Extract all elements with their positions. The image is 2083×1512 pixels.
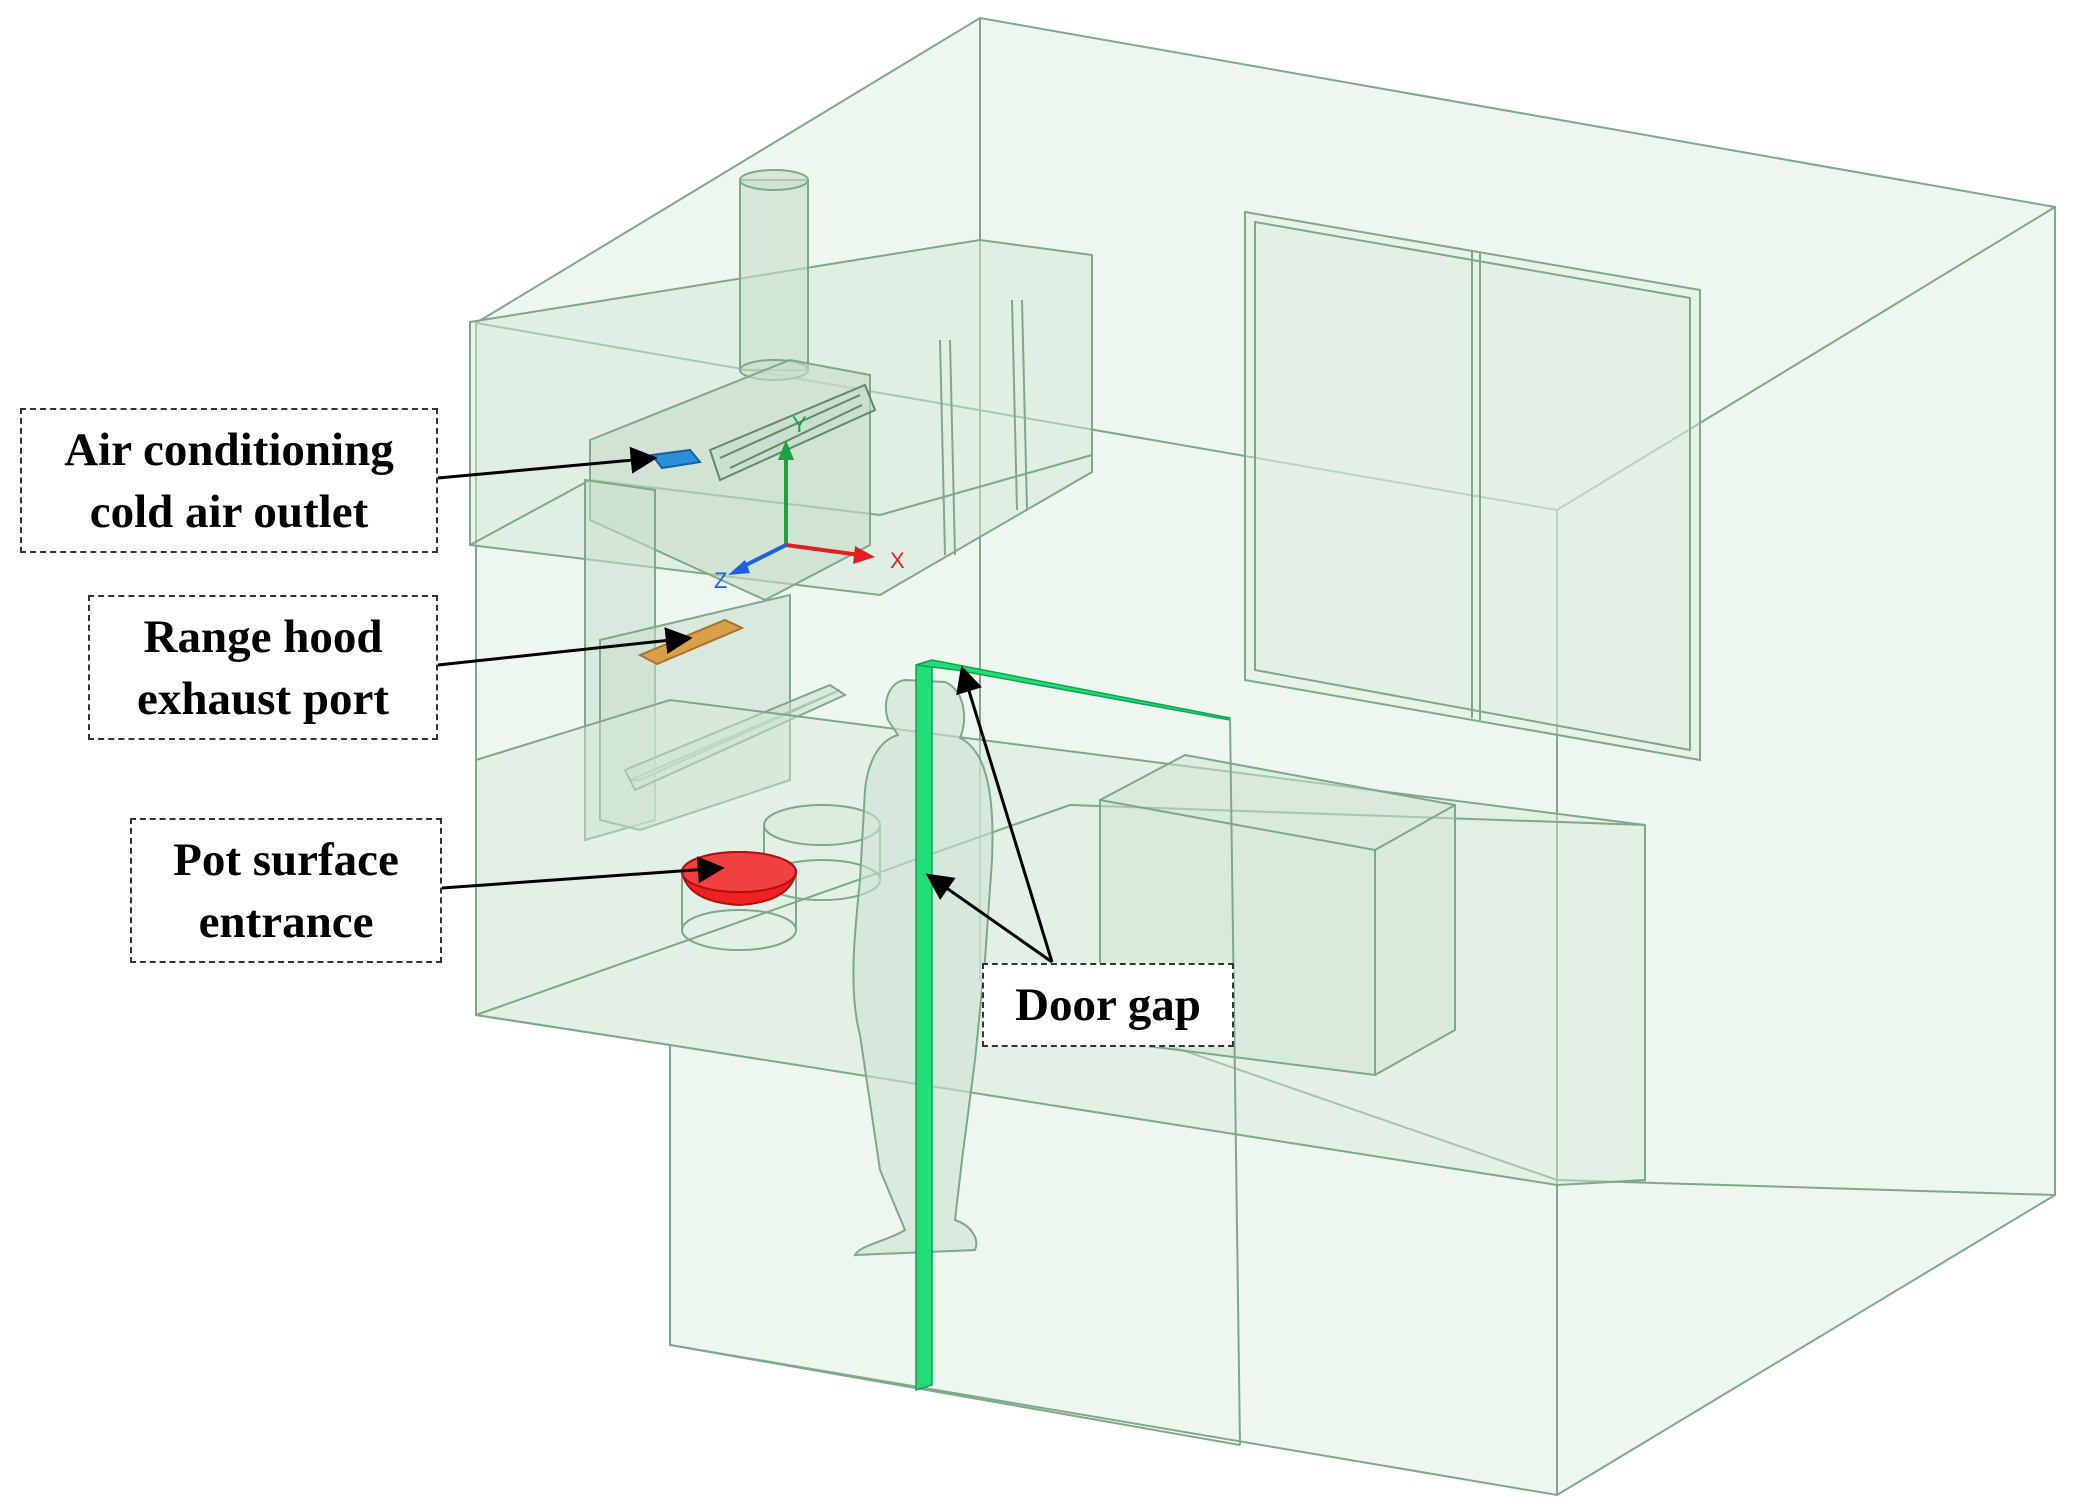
axis-label-y: Y [792,412,807,437]
chimney-duct [739,169,809,381]
label-door-gap-line-1: Door gap [1015,979,1201,1031]
label-ac-line-2: cold air outlet [89,485,369,538]
leader-arrows [437,446,1054,964]
arrow-door-gap-top [956,665,1054,963]
arrow-ac-outlet [437,446,658,480]
arrow-range-hood [437,627,693,667]
ac-unit [589,358,877,602]
label-range-hood-line-1: Range hood [143,610,383,663]
axis-label-x: X [890,548,905,573]
label-pot-line-1: Pot surface [173,833,399,886]
label-ac-cold-air-outlet: Air conditioning cold air outlet [20,408,438,553]
ac-cold-air-outlet [650,448,702,470]
arrow-pot-surface [441,856,725,890]
label-range-hood-exhaust-port: Range hood exhaust port [88,595,438,740]
label-ac-line-1: Air conditioning [64,423,394,476]
pot-front [681,872,797,951]
door-frame [1229,717,1241,1446]
axis-triad: X Y Z [714,412,905,593]
arrow-door-gap-side [925,873,1053,964]
window [1244,210,1701,762]
label-pot-line-2: entrance [198,895,374,948]
axis-label-z: Z [714,568,727,593]
label-range-hood-line-2: exhaust port [137,672,389,725]
label-door-gap: Door gap [982,963,1234,1047]
pot-back [763,804,881,901]
label-pot-surface-entrance: Pot surface entrance [130,818,442,963]
